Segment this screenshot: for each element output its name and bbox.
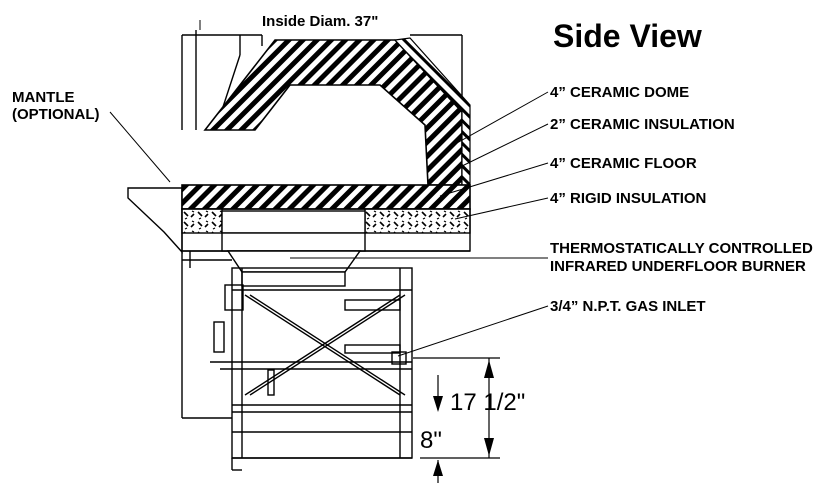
height-base-dimension: 8" (420, 427, 442, 454)
mantle-label: MANTLE (12, 89, 75, 106)
ceramic-insulation-label: 2” CERAMIC INSULATION (550, 116, 735, 133)
ceramic-floor-label: 4” CERAMIC FLOOR (550, 155, 697, 172)
leader-lines (109, 20, 549, 357)
burner-label-line1: THERMOSTATICALLY CONTROLLED (550, 240, 813, 257)
rigid-insulation-label: 4” RIGID INSULATION (550, 190, 706, 207)
page-title: Side View (553, 18, 702, 54)
ceramic-dome-label: 4” CERAMIC DOME (550, 84, 689, 101)
burner-assembly (181, 208, 471, 287)
mantle (127, 187, 232, 419)
height-total-dimension: 17 1/2" (450, 389, 525, 416)
burner-label-line2: INFRARED UNDERFLOOR BURNER (550, 258, 806, 275)
rigid-insulation-right (364, 208, 471, 234)
mantle-optional-label: (OPTIONAL) (12, 106, 100, 123)
stand-frame (210, 267, 413, 471)
rigid-insulation-left (181, 208, 223, 234)
gas-inlet-label: 3/4” N.P.T. GAS INLET (550, 298, 706, 315)
inside-diameter-label: Inside Diam. 37" (262, 13, 378, 30)
dimension-arrows (433, 360, 494, 476)
ceramic-floor (181, 184, 471, 210)
